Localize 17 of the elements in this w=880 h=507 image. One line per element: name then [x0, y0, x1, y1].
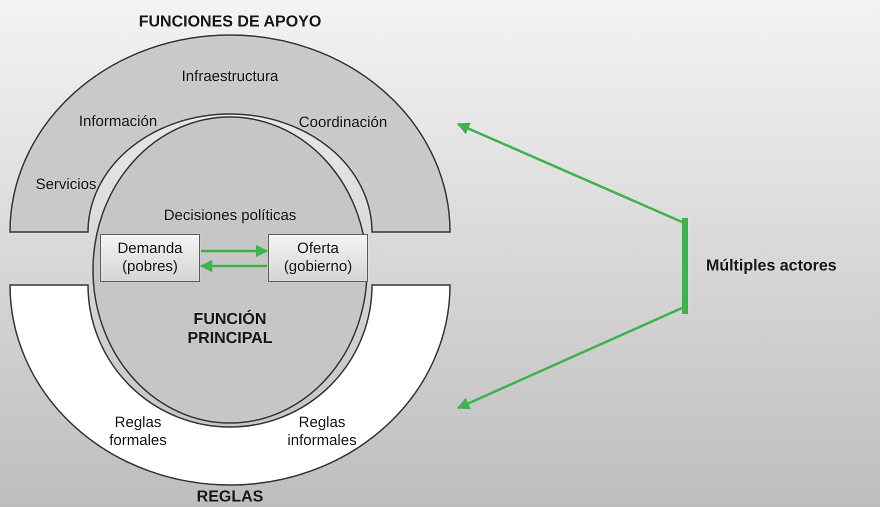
arrow: [201, 244, 268, 258]
section-heading: FUNCIÓN PRINCIPAL: [186, 310, 274, 348]
arrow: [456, 122, 682, 224]
arrow: [200, 260, 267, 272]
process-box: Demanda (pobres): [100, 234, 200, 282]
section-heading: Múltiples actores: [706, 256, 837, 276]
process-box: Oferta (gobierno): [268, 234, 368, 282]
band-label: Coordinación: [298, 114, 388, 132]
section-heading: FUNCIONES DE APOYO: [138, 12, 322, 32]
arrow: [456, 306, 683, 410]
band-label: Servicios: [36, 176, 96, 194]
band-label: Reglas informales: [286, 414, 358, 450]
band-label: Reglas formales: [108, 414, 168, 450]
circle-label: Decisiones políticas: [164, 207, 296, 225]
section-heading: REGLAS: [196, 487, 264, 507]
band-label: Infraestructura: [182, 68, 278, 86]
band-label: Información: [78, 113, 158, 131]
